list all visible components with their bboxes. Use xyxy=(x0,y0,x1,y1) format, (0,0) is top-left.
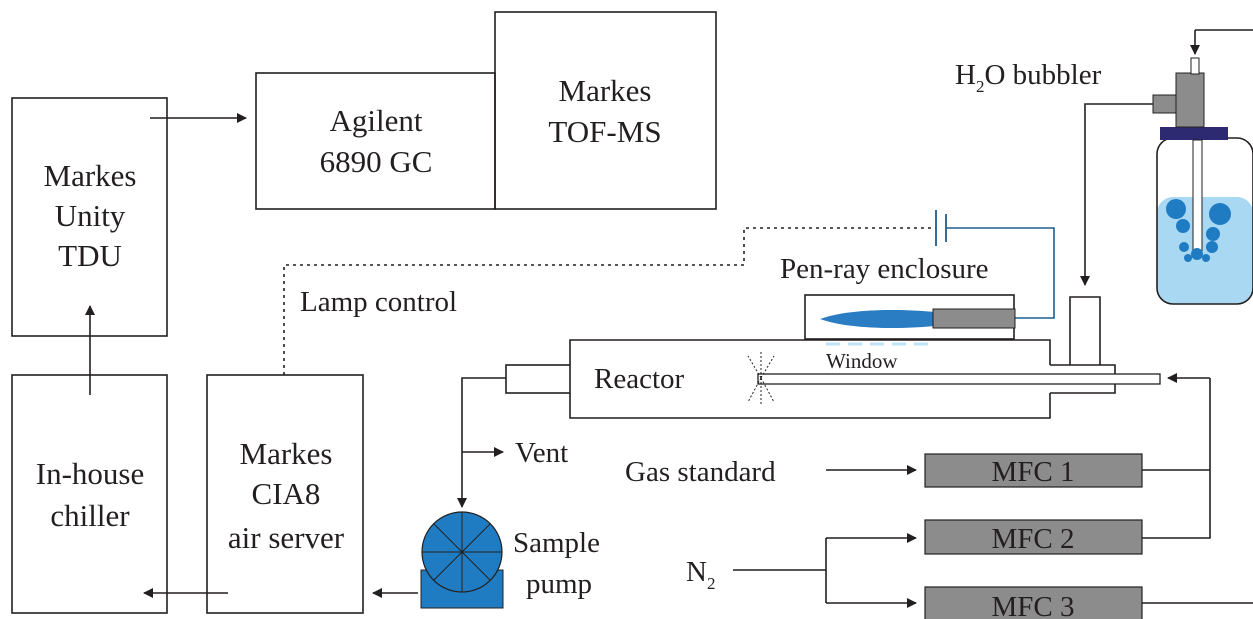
pump-label-line2: pump xyxy=(526,568,592,600)
injection-tube xyxy=(757,373,1161,385)
gc-label-line2: 6890 GC xyxy=(320,144,433,179)
reactor: Window Reactor xyxy=(505,296,1161,419)
mfc-to-reactor-line xyxy=(1142,378,1211,539)
cia8-label-line3: air server xyxy=(228,520,345,555)
tdu-box: Markes Unity TDU xyxy=(11,97,168,337)
lamp-power-symbol xyxy=(935,210,1055,319)
chiller-box: In-house chiller xyxy=(11,374,168,614)
penray-lamp xyxy=(820,309,935,329)
bubbler-to-reactor-arrow xyxy=(1080,103,1153,286)
chiller-label-line1: In-house xyxy=(36,456,144,491)
penray-label: Pen-ray enclosure xyxy=(780,253,989,285)
cia8-label-line1: Markes xyxy=(240,436,333,471)
gc-box: Agilent 6890 GC xyxy=(255,72,496,210)
bubbler-cap xyxy=(1160,127,1228,140)
chiller-label-line2: chiller xyxy=(50,498,130,533)
gc-label-line1: Agilent xyxy=(330,103,423,138)
gas-standard-label: Gas standard xyxy=(625,456,776,488)
tofms-box: Markes TOF-MS xyxy=(494,11,717,210)
reactor-to-pump-arrow xyxy=(457,377,506,508)
pump-label-line1: Sample xyxy=(513,527,600,559)
mfc2-label: MFC 2 xyxy=(991,523,1074,555)
tdu-label-line3: TDU xyxy=(58,238,122,273)
mfc2-box: MFC 2 xyxy=(924,519,1143,555)
tdu-label-line2: Unity xyxy=(55,198,126,233)
bubbler-dip-tube xyxy=(1192,139,1203,253)
vent-label: Vent xyxy=(515,437,568,469)
cia8-label-line2: CIA8 xyxy=(252,476,321,511)
lamp-wire xyxy=(946,227,1055,319)
spray-burst-icon xyxy=(747,352,775,406)
penray-enclosure xyxy=(804,294,1016,340)
mfc1-label: MFC 1 xyxy=(991,456,1074,488)
bubbler-tee-fitting xyxy=(1175,72,1205,128)
tofms-label-line1: Markes xyxy=(559,73,652,108)
cia8-box: Markes CIA8 air server xyxy=(206,374,364,614)
lamp-control-label: Lamp control xyxy=(300,286,457,318)
sample-pump-icon xyxy=(420,511,504,609)
bubbles-icon xyxy=(1166,199,1231,262)
tofms-label-line2: TOF-MS xyxy=(548,114,661,149)
lamp-base xyxy=(932,308,1016,329)
bubbler-label: H2O bubbler xyxy=(955,59,1102,96)
mfc3-box: MFC 3 xyxy=(924,586,1143,619)
tdu-label-line1: Markes xyxy=(44,158,137,193)
window-label: Window xyxy=(826,349,898,373)
mfc3-label: MFC 3 xyxy=(991,591,1074,619)
n2-label: N2 xyxy=(686,556,715,593)
mfc1-box: MFC 1 xyxy=(924,453,1143,488)
h2o-bubbler xyxy=(1152,57,1253,305)
reactor-label: Reactor xyxy=(594,363,685,395)
lamp-control-signal-line xyxy=(283,227,936,375)
bubbler-side-fitting xyxy=(1152,94,1180,114)
